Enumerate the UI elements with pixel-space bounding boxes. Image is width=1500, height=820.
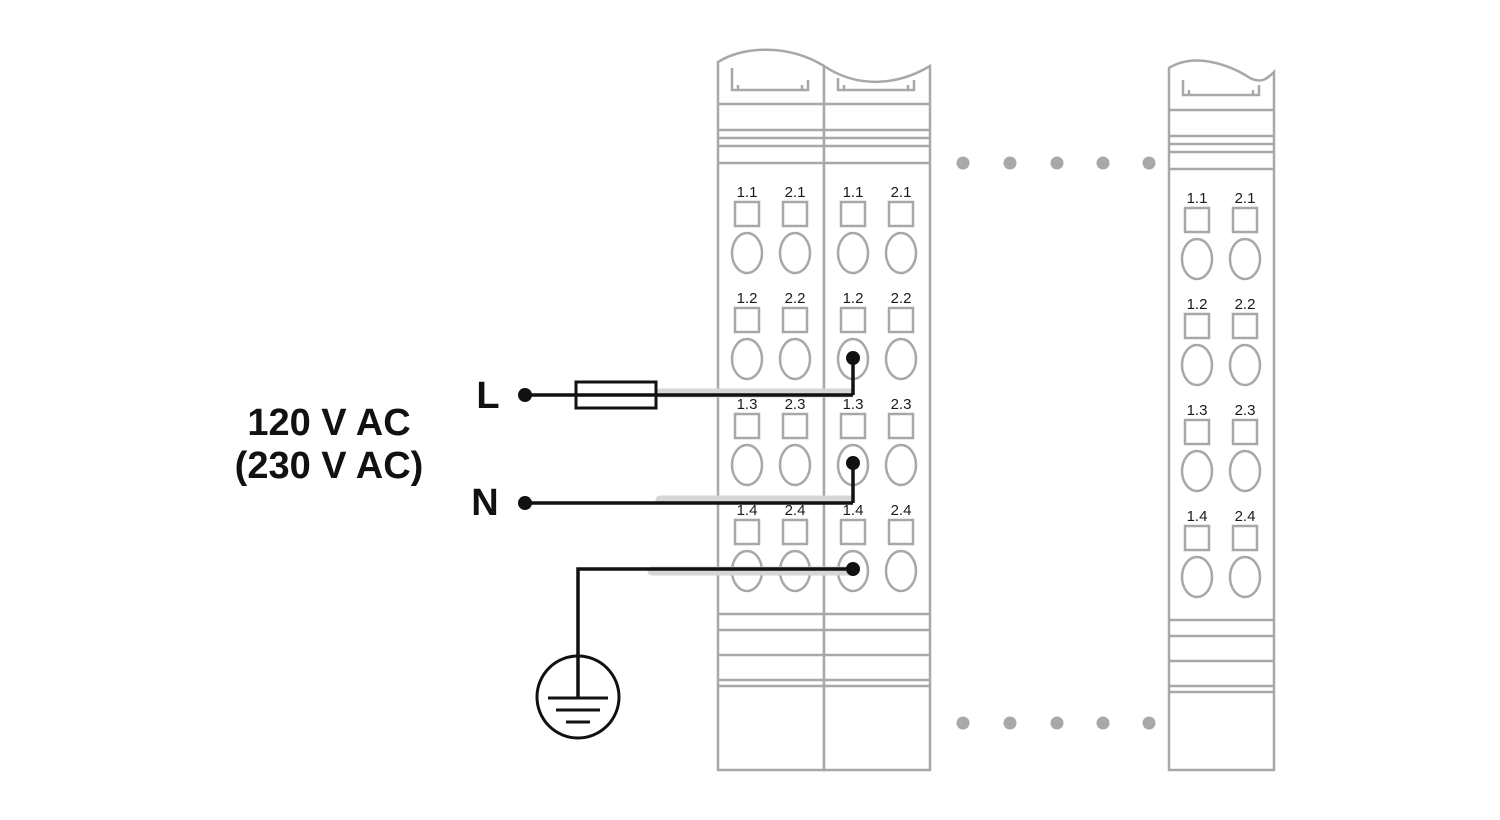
terminal-wire-entry[interactable] [778, 231, 812, 275]
continuation-dot [956, 156, 970, 170]
terminal-release-button[interactable] [781, 200, 809, 228]
terminal-label: 1.3 [737, 396, 758, 413]
terminal-label: 1.2 [843, 290, 864, 307]
continuation-dot [1050, 716, 1064, 730]
terminal-release-button[interactable] [733, 412, 761, 440]
terminal-label: 1.4 [843, 502, 864, 519]
terminal-label: 2.2 [785, 290, 806, 307]
continuation-dot [1003, 156, 1017, 170]
continuation-dot [1142, 716, 1156, 730]
terminal-label: 2.1 [785, 184, 806, 201]
terminal-wire-entry[interactable] [730, 443, 764, 487]
terminal-wire-entry[interactable] [1180, 555, 1214, 599]
terminal-label: 1.1 [1187, 190, 1208, 207]
terminal-release-button[interactable] [781, 306, 809, 334]
continuation-dot [1096, 156, 1110, 170]
voltage-label-primary: 120 V AC [247, 402, 410, 444]
module-last [1167, 59, 1276, 772]
terminal-wire-entry[interactable] [1228, 343, 1262, 387]
terminal-release-button[interactable] [1231, 524, 1259, 552]
terminal-label: 2.3 [1235, 402, 1256, 419]
terminal-label: 2.4 [1235, 508, 1256, 525]
terminal-release-button[interactable] [1231, 206, 1259, 234]
continuation-dot [1142, 156, 1156, 170]
terminal-release-button[interactable] [781, 518, 809, 546]
terminal-wire-entry[interactable] [778, 337, 812, 381]
terminal-wire-entry[interactable] [1180, 343, 1214, 387]
terminal-label: 1.3 [843, 396, 864, 413]
terminal-label: 2.1 [891, 184, 912, 201]
terminal-label: 1.2 [737, 290, 758, 307]
terminal-release-button[interactable] [733, 306, 761, 334]
terminal-release-button[interactable] [887, 200, 915, 228]
terminal-label: 2.4 [891, 502, 912, 519]
continuation-dot [1096, 716, 1110, 730]
terminal-release-button[interactable] [839, 200, 867, 228]
terminal-label: 2.1 [1235, 190, 1256, 207]
terminal-label: 2.3 [785, 396, 806, 413]
terminal-release-button[interactable] [839, 518, 867, 546]
ground-wire [576, 562, 860, 657]
terminal-wire-entry[interactable] [1180, 449, 1214, 493]
terminal-release-button[interactable] [781, 412, 809, 440]
terminal-release-button[interactable] [839, 412, 867, 440]
ground-icon [535, 654, 621, 740]
terminal-release-button[interactable] [733, 200, 761, 228]
terminal-label: 2.3 [891, 396, 912, 413]
terminal-release-button[interactable] [839, 306, 867, 334]
terminal-wire-entry[interactable] [884, 337, 918, 381]
neutral-wire [518, 456, 860, 510]
terminal-release-button[interactable] [1231, 418, 1259, 446]
terminal-release-button[interactable] [1231, 312, 1259, 340]
terminal-release-button[interactable] [887, 518, 915, 546]
terminal-wire-entry[interactable] [884, 443, 918, 487]
terminal-release-button[interactable] [733, 518, 761, 546]
continuation-dot [956, 716, 970, 730]
continuation-dot [1003, 716, 1017, 730]
terminal-wire-entry[interactable] [1228, 449, 1262, 493]
terminal-label: 1.3 [1187, 402, 1208, 419]
terminal-blocks: 1.1 2.1 1.2 2.2 1.3 2.3 1.4 2.4 1.1 2.1 1.2 2.2 1.3 2… [730, 184, 1262, 599]
line-wire [518, 351, 860, 402]
module-2 [822, 63, 932, 772]
terminal-label: 1.4 [737, 502, 758, 519]
terminal-release-button[interactable] [1183, 312, 1211, 340]
terminal-wire-entry[interactable] [778, 443, 812, 487]
terminal-release-button[interactable] [887, 412, 915, 440]
terminal-wire-entry[interactable] [1228, 237, 1262, 281]
line-label: L [476, 375, 499, 417]
terminal-release-button[interactable] [1183, 206, 1211, 234]
terminal-wire-entry[interactable] [836, 231, 870, 275]
continuation-dots [956, 156, 1156, 730]
continuation-dot [1050, 156, 1064, 170]
terminal-release-button[interactable] [1183, 418, 1211, 446]
terminal-label: 1.2 [1187, 296, 1208, 313]
terminal-label: 2.4 [785, 502, 806, 519]
fuse-icon [574, 380, 658, 410]
terminal-label: 1.4 [1187, 508, 1208, 525]
terminal-wire-entry[interactable] [884, 549, 918, 593]
terminal-label: 1.1 [737, 184, 758, 201]
terminal-wire-entry[interactable] [1228, 555, 1262, 599]
terminal-release-button[interactable] [887, 306, 915, 334]
voltage-label-alternate: (230 V AC) [235, 445, 424, 487]
terminal-label: 2.2 [1235, 296, 1256, 313]
terminal-wire-entry[interactable] [730, 231, 764, 275]
terminal-label: 2.2 [891, 290, 912, 307]
neutral-label: N [471, 482, 498, 524]
terminal-label: 1.1 [843, 184, 864, 201]
terminal-wire-entry[interactable] [884, 231, 918, 275]
terminal-wire-entry[interactable] [1180, 237, 1214, 281]
terminal-wire-entry[interactable] [730, 337, 764, 381]
terminal-release-button[interactable] [1183, 524, 1211, 552]
module-1 [716, 48, 826, 772]
